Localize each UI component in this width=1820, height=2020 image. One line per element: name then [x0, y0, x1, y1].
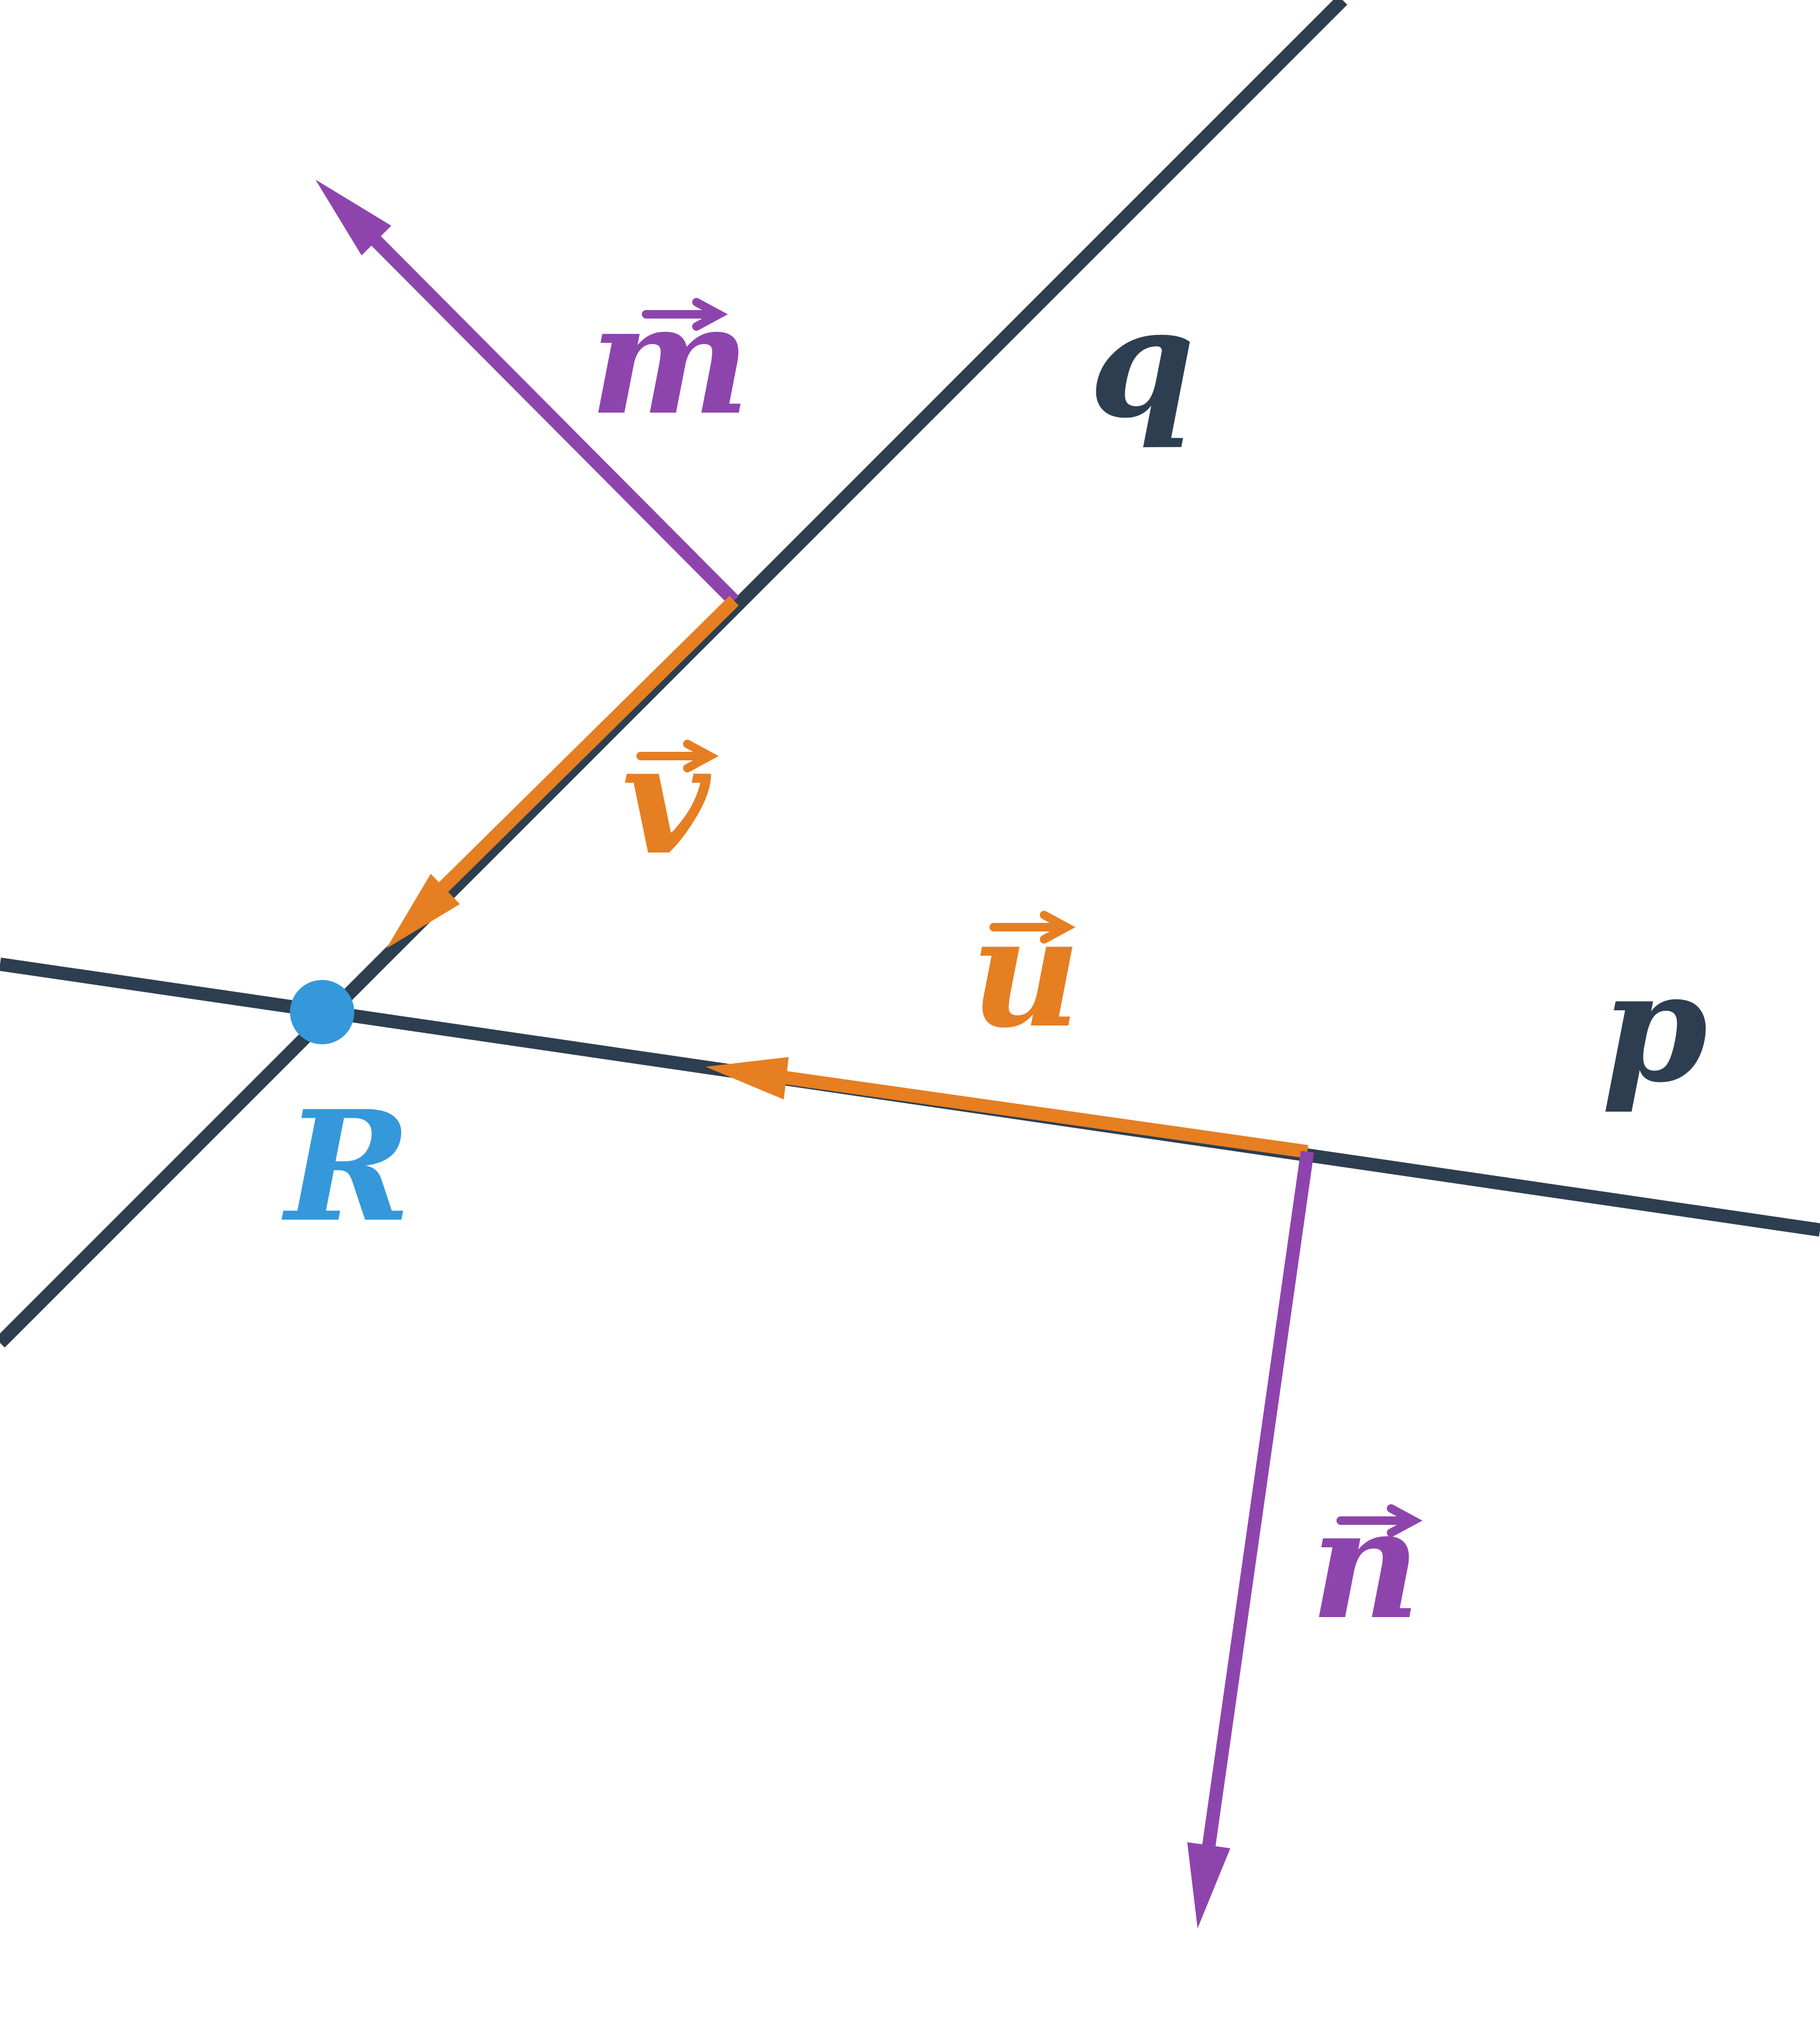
point-r[interactable]: [290, 980, 354, 1044]
vector-n: [1187, 1150, 1314, 1928]
vector-u: [706, 1057, 1309, 1158]
label-point-r: R: [281, 1077, 411, 1255]
label-vector-u: u: [971, 883, 1081, 1061]
label-line-q: q: [1089, 273, 1195, 451]
label-vector-v: v: [622, 710, 719, 888]
vector-m: [315, 180, 739, 606]
vector-n-arrowhead: [1187, 1842, 1230, 1928]
vector-m-arrowhead: [315, 180, 391, 255]
label-n-text: n: [1310, 1474, 1421, 1653]
label-vector-m: m: [590, 270, 750, 448]
label-line-p: p: [1602, 937, 1708, 1116]
vector-v-arrowhead: [386, 874, 460, 948]
vector-u-arrowhead: [706, 1057, 789, 1100]
label-v-text: v: [622, 710, 712, 888]
vector-v: [386, 596, 739, 948]
label-u-text: u: [971, 883, 1081, 1061]
label-m-text: m: [590, 270, 750, 448]
label-vector-n: n: [1310, 1474, 1423, 1653]
